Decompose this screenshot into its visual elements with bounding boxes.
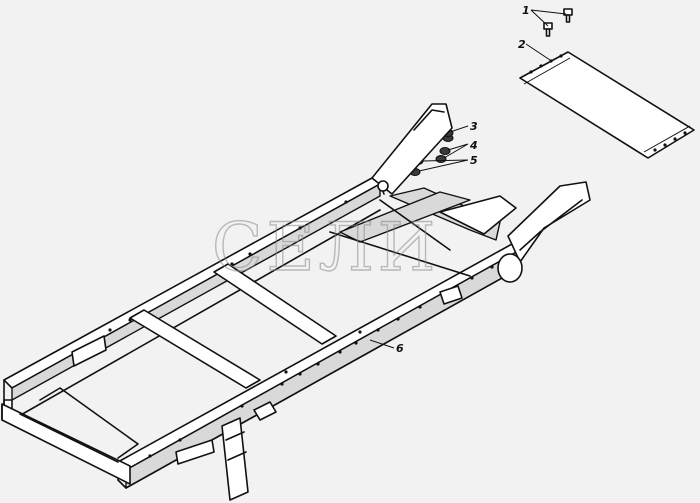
- callout-4: 4: [469, 139, 478, 152]
- callout-1: 1: [522, 4, 530, 17]
- callout-2: 2: [518, 38, 526, 51]
- watermark: СЕЛИ: [212, 209, 439, 286]
- bolt-icon: [563, 8, 573, 23]
- bolt-icon: [543, 22, 553, 37]
- callout-5: 5: [470, 154, 478, 167]
- rail-holes: [148, 265, 494, 458]
- leader-lines: [369, 9, 567, 349]
- upper-rail-holes: [108, 200, 348, 332]
- callout-3: 3: [470, 120, 478, 133]
- callout-6: 6: [396, 342, 404, 355]
- part-6-frame: [1, 103, 591, 501]
- part-2-plate: [519, 51, 695, 159]
